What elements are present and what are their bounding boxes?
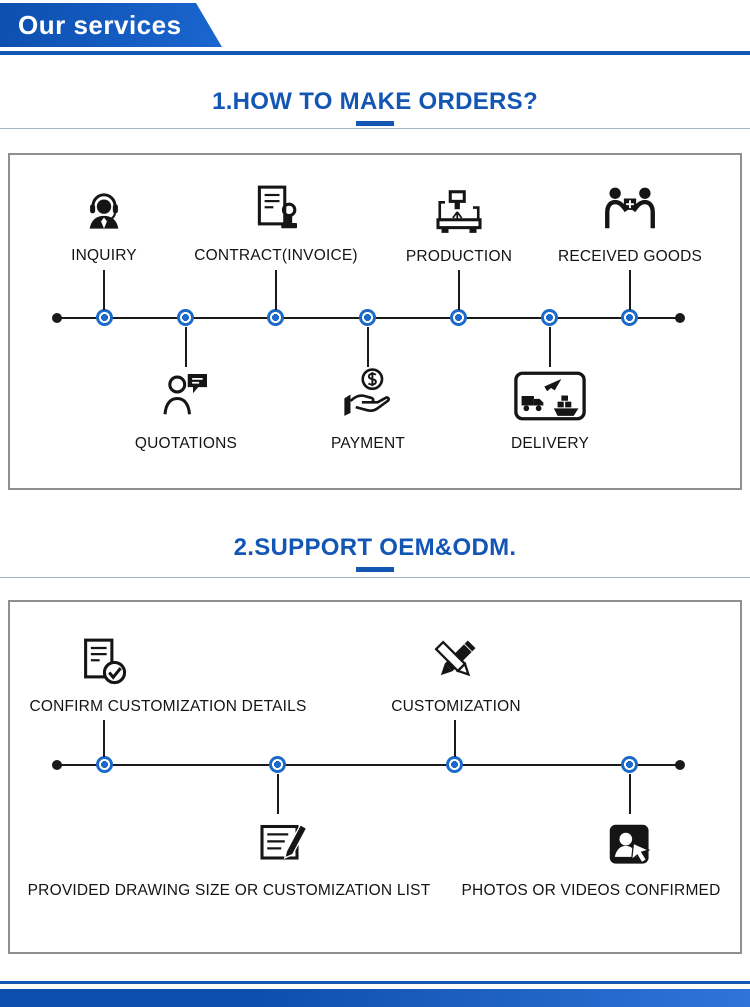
step-label-confirm-details: CONFIRM CUSTOMIZATION DETAILS [29, 698, 307, 715]
connector-line [277, 774, 279, 814]
confirm-details-icon [76, 634, 132, 690]
section2-heading: 2.SUPPORT OEM&ODM. [0, 534, 750, 572]
bottom-divider-line [0, 981, 750, 984]
drawing-list-icon [254, 816, 312, 872]
timeline-start-dot [52, 760, 62, 770]
timeline-node [96, 756, 113, 773]
next-section-banner-edge [0, 989, 750, 1007]
quotations-icon [157, 367, 215, 423]
step-label-quotations: QUOTATIONS [134, 435, 238, 452]
customization-icon [426, 632, 484, 690]
connector-line [103, 270, 105, 310]
services-banner: Our services [0, 3, 222, 47]
section1-title: 1.HOW TO MAKE ORDERS? [212, 88, 538, 115]
connector-line [275, 270, 277, 310]
divider-1 [0, 128, 750, 129]
step-label-contract: CONTRACT(INVOICE) [194, 247, 358, 264]
connector-line [185, 327, 187, 367]
connector-line [549, 327, 551, 367]
timeline-node [450, 309, 467, 326]
section1-heading: 1.HOW TO MAKE ORDERS? [0, 88, 750, 126]
step-label-inquiry: INQUIRY [71, 247, 137, 264]
connector-line [458, 270, 460, 310]
photos-videos-icon [603, 818, 657, 872]
connector-line [454, 720, 456, 757]
orders-flow-box: INQUIRY CONTRACT(INVOICE) [8, 153, 742, 490]
oem-odm-flow-box: CONFIRM CUSTOMIZATION DETAILS CUSTOMIZAT… [8, 600, 742, 954]
connector-line [103, 720, 105, 757]
banner-underline [0, 51, 750, 55]
payment-icon [340, 365, 396, 423]
timeline-node [96, 309, 113, 326]
timeline-node [359, 309, 376, 326]
timeline-start-dot [52, 313, 62, 323]
section1-title-underline [356, 121, 394, 126]
step-label-photos-videos: PHOTOS OR VIDEOS CONFIRMED [461, 882, 721, 899]
connector-line [629, 774, 631, 814]
timeline-node [621, 756, 638, 773]
step-label-production: PRODUCTION [405, 248, 513, 265]
connector-line [367, 327, 369, 367]
received-goods-icon [602, 181, 658, 237]
step-label-customization: CUSTOMIZATION [391, 698, 521, 715]
timeline-node [177, 309, 194, 326]
timeline-node [621, 309, 638, 326]
timeline-node [267, 309, 284, 326]
services-banner-title: Our services [18, 9, 182, 40]
step-label-received-goods: RECEIVED GOODS [557, 248, 703, 265]
timeline-line [57, 764, 680, 766]
timeline-end-dot [675, 760, 685, 770]
inquiry-icon [77, 183, 131, 237]
section2-title-underline [356, 567, 394, 572]
divider-2 [0, 577, 750, 578]
section2-title: 2.SUPPORT OEM&ODM. [233, 534, 517, 561]
timeline-end-dot [675, 313, 685, 323]
delivery-icon [514, 371, 586, 421]
timeline-node [269, 756, 286, 773]
connector-line [629, 270, 631, 310]
production-icon [430, 183, 488, 239]
timeline-node [446, 756, 463, 773]
step-label-drawing-list: PROVIDED DRAWING SIZE OR CUSTOMIZATION L… [27, 882, 431, 899]
step-label-delivery: DELIVERY [511, 435, 589, 452]
step-label-payment: PAYMENT [330, 435, 406, 452]
timeline-node [541, 309, 558, 326]
contract-invoice-icon [248, 181, 304, 237]
